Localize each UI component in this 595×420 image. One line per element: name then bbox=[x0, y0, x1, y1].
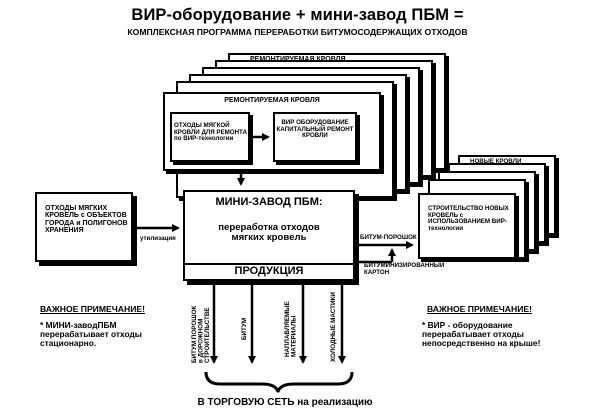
product-label-bitumen-powder: БИТУМ ПОРОШОК в ДОРОЖНОМ СТРОИТЕЛЬСТВЕ bbox=[191, 305, 212, 363]
bitumen-powder-label: БИТУМ-ПОРОШОК bbox=[360, 234, 417, 241]
note-right-text: * ВИР - оборудование перерабатывает отхо… bbox=[422, 320, 541, 348]
roof-front-label: РЕМОНТИРУЕМАЯ КРОВЛЯ bbox=[224, 97, 320, 104]
roof-waste-box bbox=[170, 112, 250, 162]
diagram-subtitle: КОМПЛЕКСНАЯ ПРОГРАММА ПЕРЕРАБОТКИ БИТУМО… bbox=[127, 27, 468, 37]
retail-label: В ТОРГОВУЮ СЕТЬ на реализацию bbox=[170, 397, 400, 408]
diagram-title: ВИР-оборудование + мини-завод ПБМ = bbox=[131, 6, 464, 24]
retail-label-rest: на реализацию bbox=[294, 397, 373, 408]
city-waste-text: ОТХОДЫ МЯГКИХ КРОВЕЛЬ с ОБЪЕКТОВ ГОРОДА … bbox=[45, 205, 128, 235]
product-label-fused-materials: НАПЛАВЛЯЕМЫЕ МАТЕРИАЛЫ bbox=[284, 301, 298, 357]
products-label: ПРОДУКЦИЯ bbox=[234, 265, 304, 277]
mini-plant-subtitle: переработка отходов мягких кровель bbox=[218, 222, 320, 244]
utilization-label: утилизация bbox=[140, 235, 176, 242]
new-roofs-back-label: НОВЫЕ КРОВЛИ bbox=[470, 158, 522, 165]
bracket-shape bbox=[204, 371, 354, 393]
product-label-cold-mastics: ХОЛОДНЫЕ МАСТИКИ bbox=[330, 292, 337, 362]
mini-plant-divider bbox=[183, 263, 355, 265]
new-roofs-front-box bbox=[418, 193, 516, 259]
note-left-heading: ВАЖНОЕ ПРИМЕЧАНИЕ! bbox=[40, 304, 145, 314]
city-waste-box bbox=[35, 192, 133, 262]
mini-plant-title: МИНИ-ЗАВОД ПБМ: bbox=[215, 196, 323, 208]
roof-waste-text: ОТХОДЫ МЯГКОЙ КРОВЛИ ДЛЯ РЕМОНТА по ВИР-… bbox=[174, 122, 247, 142]
vir-equipment-box bbox=[273, 112, 357, 162]
note-left-text: * МИНИ-заводПБМ перерабатывает отходы ст… bbox=[40, 320, 142, 348]
new-roofs-front-text: СТРОИТЕЛЬСТВО НОВЫХ КРОВЕЛЬ с ИСПОЛЬЗОВА… bbox=[428, 205, 509, 232]
mini-plant-box bbox=[183, 190, 355, 281]
note-right-heading: ВАЖНОЕ ПРИМЕЧАНИЕ! bbox=[427, 304, 532, 314]
retail-label-bold: В ТОРГОВУЮ СЕТЬ bbox=[197, 397, 295, 408]
product-label-bitumen: БИТУМ bbox=[241, 317, 248, 340]
vir-equipment-text: ВИР ОБОРУДОВАНИЕ КАПИТАЛЬНЫЙ РЕМОНТ КРОВ… bbox=[276, 119, 354, 139]
bitumen-cardboard-label: БИТУМИНИЗИРОВАННЫЙ КАРТОН bbox=[364, 262, 445, 276]
roof-stack-back-label: РЕМОНТИРУЕМАЯ КРОВЛЯ bbox=[250, 56, 346, 63]
